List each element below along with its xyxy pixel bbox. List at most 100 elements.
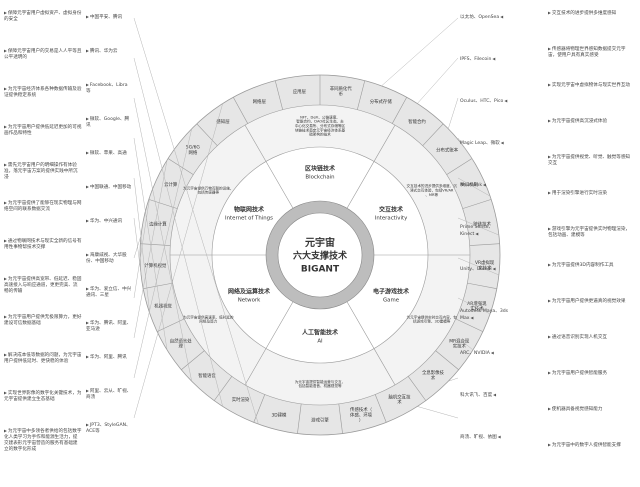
segment-divider bbox=[167, 158, 194, 175]
segment-label: 感知层 bbox=[216, 118, 230, 125]
segment-divider bbox=[196, 123, 218, 146]
segment-label: 分布式存储 bbox=[370, 98, 393, 105]
segment-label: 币 bbox=[338, 90, 343, 97]
right-note: 使机器具备视觉感知能力 bbox=[548, 406, 634, 413]
center-subtitle: 六大支撑技术 bbox=[293, 250, 347, 262]
sector-description: 为元宇宙提供实时交互内容，包 bbox=[407, 314, 458, 319]
segment-divider bbox=[213, 376, 233, 401]
right-note: 为元宇宙提供高沉浸式体验 bbox=[548, 118, 634, 125]
connector-right bbox=[417, 406, 459, 419]
connector-left bbox=[133, 234, 142, 259]
segment-divider bbox=[462, 199, 492, 209]
left-company: 微软、苹果、高通 bbox=[86, 150, 132, 157]
left-note: 为元宇宙中多领各者供给的包括数字化人类学习为手作和能源生活力，提交建表形元宇宙营… bbox=[4, 428, 82, 453]
right-note: 游戏引擎为元宇宙提供实时物理渲染，包括动画、建模等 bbox=[548, 226, 634, 239]
segment-label: VR虚拟现 bbox=[475, 259, 495, 266]
right-note: 为元宇宙中的数字人提供智能支撑 bbox=[548, 442, 634, 449]
segment-label: 自然语言处 bbox=[170, 337, 193, 344]
segment-label: 体感、环境 bbox=[350, 411, 373, 418]
left-company: 华为、爱立信、中兴通讯、三星 bbox=[86, 286, 132, 299]
core-tech-cn: 交互技术 bbox=[379, 206, 403, 214]
left-note: 为元宇宙提供了能够在现实物理与网络空间的联系数据交流 bbox=[4, 200, 82, 213]
core-tech-cn: 电子游戏技术 bbox=[373, 288, 409, 296]
segment-label: 网络 bbox=[188, 149, 197, 156]
segment-divider bbox=[148, 199, 178, 209]
left-company: 华为、中兴通讯 bbox=[86, 218, 132, 225]
core-tech-en: Network bbox=[238, 298, 261, 304]
left-company: 中国联通、中国移动 bbox=[86, 184, 132, 191]
left-company: 微软、Google、腾讯 bbox=[86, 116, 132, 129]
right-company: ARC、NVIDIA bbox=[460, 350, 510, 357]
segment-divider bbox=[407, 376, 427, 401]
left-note: 保障元宇宙用户虚拟资产、虚拟身份的安全 bbox=[4, 10, 82, 23]
connector-right bbox=[448, 377, 459, 382]
connector-left bbox=[133, 128, 192, 379]
connector-right bbox=[457, 337, 474, 351]
connector-left bbox=[133, 137, 168, 350]
left-company: 海康威视、大华股份、中国移动 bbox=[86, 252, 132, 265]
left-note: 保障元宇宙用户的交易是人人平等且公平透明的 bbox=[4, 48, 82, 61]
left-note: 为元宇宙用户提供无极限算力，更好建设可信数据基础 bbox=[4, 314, 82, 327]
segment-label: ） bbox=[359, 418, 363, 424]
segment-divider bbox=[143, 282, 173, 290]
sector-description: 块链技术奠定元宇宙经济体系基 bbox=[295, 127, 346, 132]
sector-description: NFT、DeFi、公链速度、 bbox=[300, 114, 340, 119]
sector-description: 础架构的技术 bbox=[309, 132, 331, 137]
segment-label: 3D建模 bbox=[271, 411, 287, 418]
segment-label: 理 bbox=[178, 344, 183, 350]
right-company: Neuralink bbox=[460, 182, 510, 189]
core-tech-cn: 区块链技术 bbox=[305, 165, 335, 173]
left-note: 需先元宇宙用户的明细操作有体验准，落元宇宙方案的提供实践中所沉浸 bbox=[4, 162, 82, 181]
segment-label: 应用层 bbox=[293, 88, 307, 95]
connector-left bbox=[133, 97, 192, 382]
right-company: 商汤、旷视、依图 bbox=[460, 434, 510, 441]
left-note: 为元宇宙用户提供低延迟更加的可视画作品和特性 bbox=[4, 124, 82, 137]
segment-label: 分布式账本 bbox=[436, 146, 459, 153]
segment-divider bbox=[374, 394, 387, 423]
sector-description: 交互技术的进步提供多维度、沉 bbox=[407, 183, 458, 188]
sector-divider bbox=[346, 301, 396, 386]
segment-divider bbox=[253, 394, 266, 423]
segment-divider bbox=[467, 282, 497, 290]
right-company: IPFS、Filecoin bbox=[460, 56, 510, 63]
segment-label: 非同质化代 bbox=[330, 85, 353, 92]
left-note: 为元宇宙经济体系各种数据传输及验证提供稳定系统 bbox=[4, 86, 82, 99]
segment-divider bbox=[274, 80, 283, 110]
segment-label: 机器视觉 bbox=[154, 302, 172, 309]
left-note: 通过物联网技术与现实全新的信号有用性事物帮技术交撑 bbox=[4, 238, 82, 251]
center-disc bbox=[277, 212, 363, 298]
connector-left bbox=[133, 103, 223, 419]
connector-left bbox=[133, 160, 168, 339]
sector-divider bbox=[346, 124, 396, 209]
segment-divider bbox=[338, 403, 343, 434]
center-title: 元宇宙 bbox=[305, 236, 335, 249]
sector-divider bbox=[244, 301, 294, 386]
right-company: Oculus、HTC、Pico bbox=[460, 98, 510, 105]
segment-label: 术 bbox=[397, 399, 402, 406]
segment-label: 传感技术（ bbox=[350, 406, 373, 413]
segment-divider bbox=[233, 97, 248, 124]
right-note: 实现元宇宙中虚拟物体与现实世界互动 bbox=[548, 82, 634, 89]
segment-divider bbox=[422, 123, 444, 146]
segment-divider bbox=[357, 80, 366, 110]
right-note: 交互技术的进步提供多维度感知 bbox=[548, 10, 634, 17]
segment-label: 云计算 bbox=[164, 181, 178, 188]
sector-description: 为元宇宙提供智能运营与交互， bbox=[295, 379, 345, 384]
segment-label: 全息影像技 bbox=[422, 369, 445, 376]
core-tech-en: AI bbox=[317, 339, 323, 345]
left-company: JPT3、StyleGAN、ACE等 bbox=[86, 422, 132, 435]
segment-divider bbox=[446, 158, 473, 175]
connector-left bbox=[133, 17, 259, 425]
segment-label: 脑机交互技 bbox=[389, 393, 412, 400]
core-tech-en: Blockchain bbox=[305, 175, 334, 181]
segment-label: 术 bbox=[431, 374, 436, 381]
segment-label: 游戏引擎 bbox=[311, 417, 329, 424]
right-note: 为元宇宙用户提供更逼真的视觉效果 bbox=[548, 298, 634, 305]
right-company: 科大讯飞、百度 bbox=[460, 392, 510, 399]
right-company: Magic Leap、微软 bbox=[460, 140, 510, 147]
left-company: 华为、腾讯、阿里、亚马逊 bbox=[86, 320, 132, 333]
segment-label: 5G/6G bbox=[186, 145, 200, 151]
sector-description: 中心化交易所、分布式存储等区 bbox=[295, 123, 346, 128]
segment-label: 实技术 bbox=[453, 343, 467, 350]
